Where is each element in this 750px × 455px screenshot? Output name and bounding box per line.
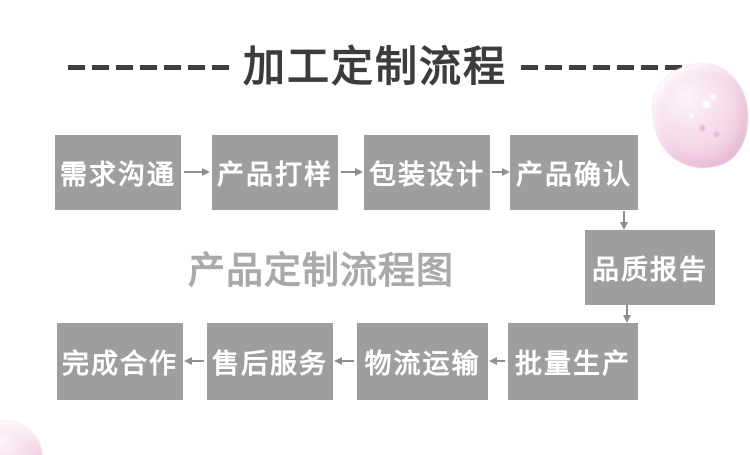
flow-step-box-8: 售后服务 [207,323,333,400]
arrow-left-icon [334,357,354,365]
flow-step-box-6: 批量生产 [508,323,638,400]
flow-step-label: 需求沟通 [60,160,176,191]
arrow-left-icon [184,357,204,365]
flow-step-box-1: 需求沟通 [55,135,181,210]
flow-step-label: 产品打样 [217,160,333,191]
flow-step-box-4: 产品确认 [510,135,638,210]
flow-step-label: 批量生产 [515,349,631,380]
title-dashes-left [67,64,229,70]
arrow-right-icon [341,168,363,176]
title-dashes-right [521,64,682,70]
flow-step-box-9: 完成合作 [57,323,183,400]
flow-step-box-7: 物流运输 [357,323,488,400]
flow-step-box-3: 包装设计 [364,135,490,210]
flow-step-box-5: 品质报告 [585,230,715,305]
section-title-row: 加工定制流程 [0,46,750,88]
arrow-down-icon [620,211,628,230]
arrow-left-icon [489,357,505,365]
flow-step-label: 物流运输 [364,349,481,380]
flow-step-label: 售后服务 [212,349,328,380]
flow-step-box-2: 产品打样 [212,135,338,210]
diagram-caption: 产品定制流程图 [188,249,454,292]
flow-step-label: 完成合作 [62,349,178,380]
flow-step-label: 包装设计 [369,160,485,191]
flow-step-label: 品质报告 [592,255,708,286]
arrow-down-icon [623,305,631,323]
arrow-right-icon [492,168,510,176]
section-title: 加工定制流程 [242,42,507,91]
flow-step-label: 产品确认 [516,160,632,191]
pink-gel-bead-icon [0,411,52,455]
arrow-right-icon [184,168,210,176]
